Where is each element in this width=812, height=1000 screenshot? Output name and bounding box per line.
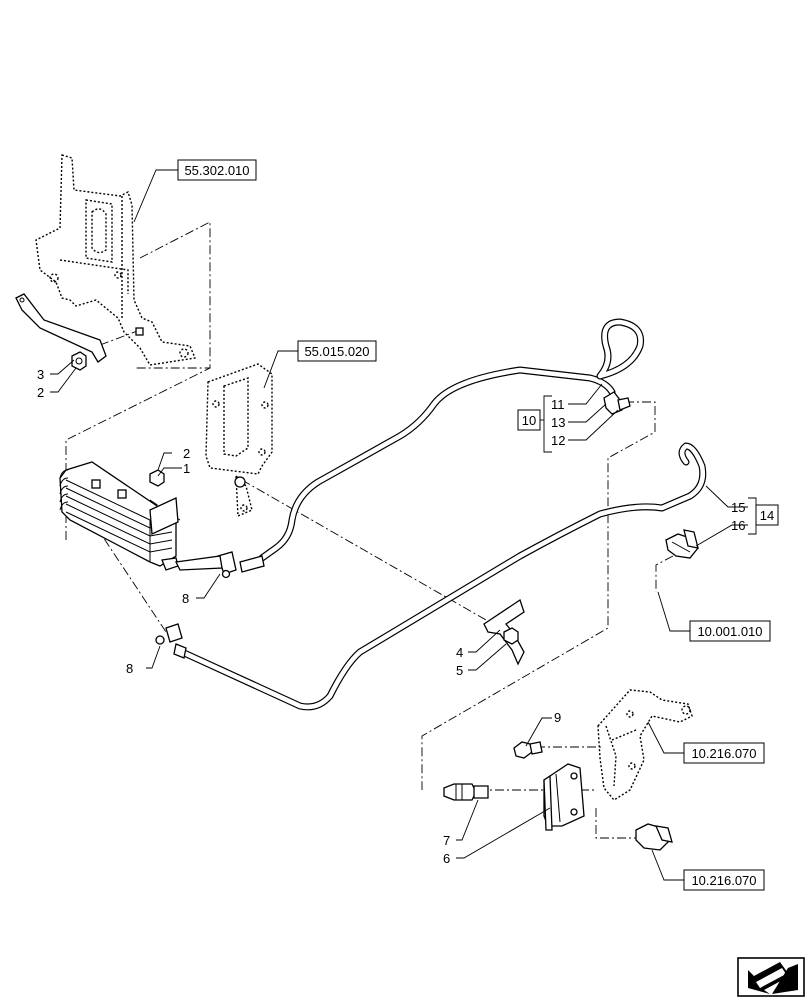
callout-8: 8 [182, 591, 189, 606]
bolt-cooler [149, 469, 165, 487]
reference-label: 55.302.010 [184, 163, 249, 178]
end-fitting-lower [635, 823, 673, 851]
reference-box-10-216-070-lower[interactable]: 10.216.070 [683, 869, 765, 891]
oil-cooler [59, 461, 179, 571]
group-bracket-10 [540, 395, 552, 453]
bolt-lower [513, 741, 543, 759]
reference-box-55-302-010[interactable]: 55.302.010 [177, 159, 257, 181]
callout-2: 2 [183, 446, 190, 461]
callout-numbers: 2 1 3 2 8 8 4 5 7 6 9 11 13 12 15 16 [37, 367, 745, 866]
callout-13: 13 [551, 415, 565, 430]
group-box-10: 10 [517, 409, 541, 431]
clamp-upper [175, 551, 265, 579]
reference-box-10-216-070-upper[interactable]: 10.216.070 [683, 742, 765, 764]
callout-6: 6 [443, 851, 450, 866]
bracket-ghost-lower [597, 689, 693, 801]
callout-7: 7 [443, 833, 450, 848]
reference-box-10-001-010[interactable]: 10.001.010 [689, 620, 771, 642]
elbow-fitting-upper [603, 391, 631, 415]
reference-label: 10.216.070 [691, 746, 756, 761]
callout-16: 16 [731, 518, 745, 533]
hose-bracket-middle [483, 598, 525, 666]
callout-1: 1 [183, 461, 190, 476]
callout-3: 3 [37, 367, 44, 382]
bulkhead-fitting [443, 783, 489, 801]
callout-5: 5 [456, 663, 463, 678]
callout-11: 11 [551, 397, 565, 412]
support-plate-ghost [205, 363, 273, 518]
clamp-lower [155, 623, 187, 659]
callout-2: 2 [37, 385, 44, 400]
reference-box-55-015-020[interactable]: 55.015.020 [297, 340, 377, 362]
nut-upper [71, 351, 87, 371]
frame-bracket-ghost [35, 154, 196, 366]
group-box-14: 14 [755, 504, 779, 526]
leader-lines [50, 169, 748, 881]
next-page-arrow-icon[interactable] [737, 957, 805, 997]
elbow-fitting-lower [665, 529, 699, 559]
group-label: 14 [760, 508, 774, 523]
plate-bolt [234, 476, 246, 488]
callout-12: 12 [551, 433, 565, 448]
hose-lower [178, 442, 707, 711]
callout-15: 15 [731, 500, 745, 515]
callout-9: 9 [554, 710, 561, 725]
group-label: 10 [522, 413, 536, 428]
hose-upper [258, 318, 645, 562]
reference-label: 10.216.070 [691, 873, 756, 888]
callout-4: 4 [456, 645, 463, 660]
reference-label: 10.001.010 [697, 624, 762, 639]
mounting-plate-lower [543, 763, 585, 831]
mounting-bracket-upper [15, 293, 144, 363]
reference-label: 55.015.020 [304, 344, 369, 359]
callout-8: 8 [126, 661, 133, 676]
